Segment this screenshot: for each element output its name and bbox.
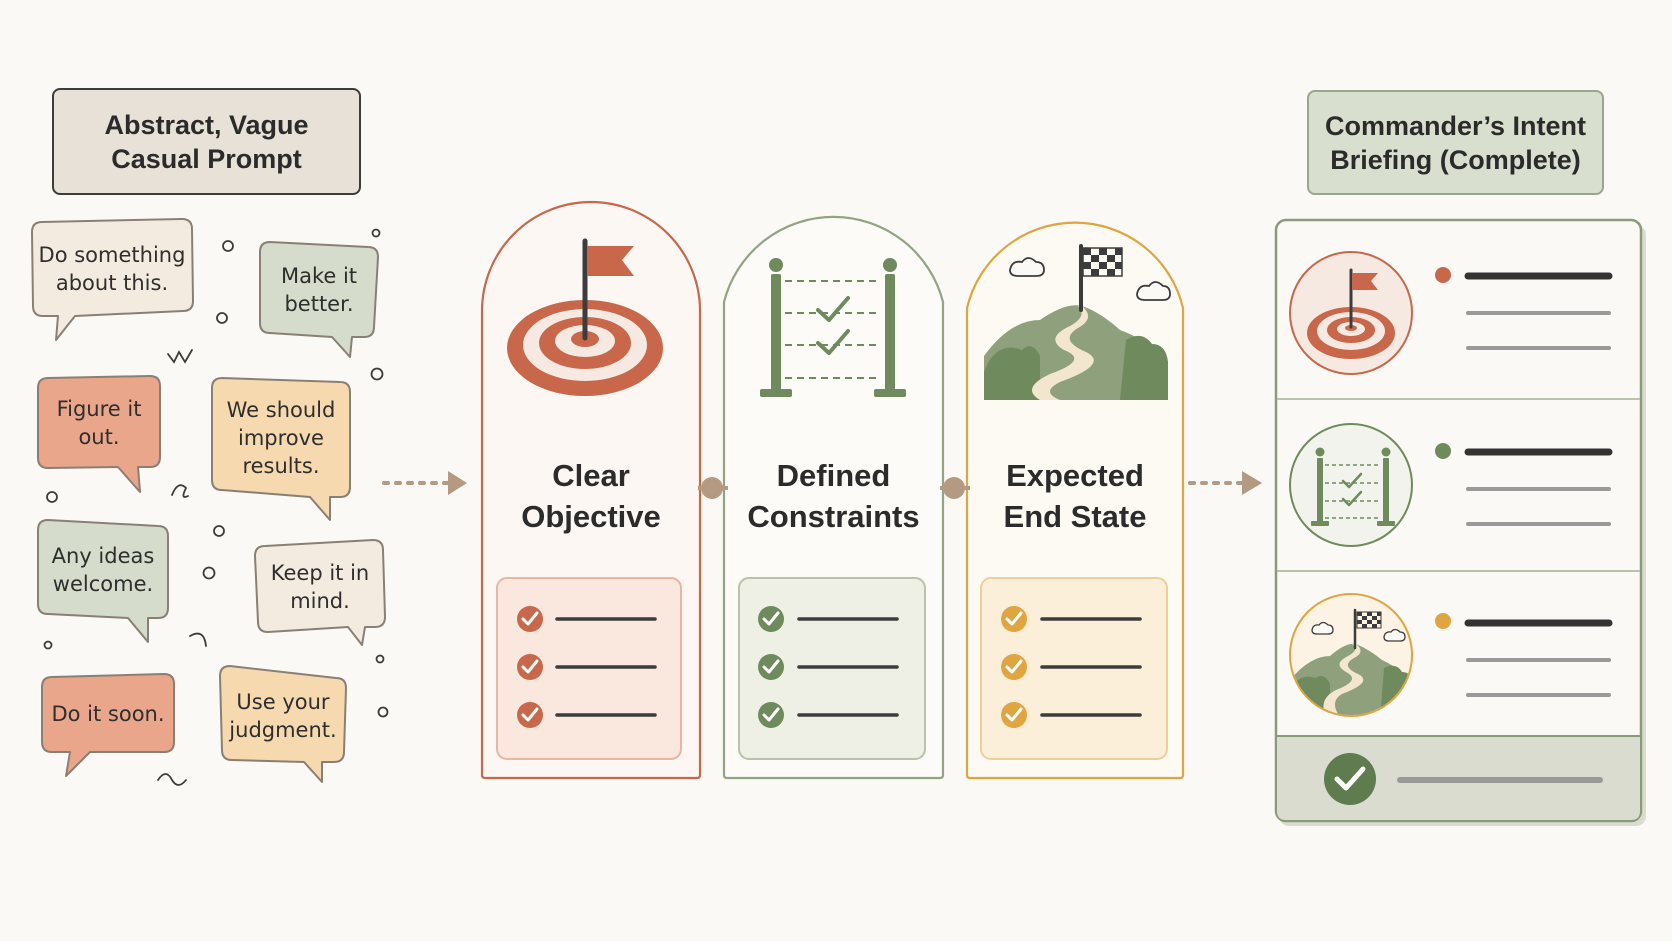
arrow-into-briefing <box>1188 471 1262 495</box>
left-header-line2: Casual Prompt <box>111 143 302 174</box>
bubble-text-7: Do it soon. <box>51 702 165 726</box>
pillar-title-expected-end-state: Expected End State <box>1003 458 1147 534</box>
left-header-line1: Abstract, Vague <box>104 109 309 140</box>
speech-bubble-3 <box>37 375 161 493</box>
speech-bubble-6 <box>254 539 386 646</box>
pillar-2-checklist <box>758 606 899 728</box>
pillar-3-checklist <box>1001 606 1142 728</box>
checklist-item-1-2 <box>517 654 657 680</box>
pillar-title-defined-constraints: Defined Constraints <box>747 458 920 534</box>
speech-bubble-5 <box>37 519 169 643</box>
fence-checklist-icon <box>760 258 906 397</box>
checklist-item-1-1 <box>517 606 657 632</box>
pillar-1-checklist <box>517 606 657 728</box>
left-header: Abstract, Vague Casual Prompt <box>52 88 361 195</box>
bubble-text-8: Use your judgment. <box>229 690 337 742</box>
bubble-text-3: Figure it out. <box>56 397 142 449</box>
speech-bubble-7 <box>41 673 175 777</box>
checklist-item-2-3 <box>758 702 899 728</box>
checklist-item-3-2 <box>1001 654 1142 680</box>
arrow-into-pillars <box>382 471 467 495</box>
right-header: Commander’s Intent Briefing (Complete) <box>1307 90 1604 195</box>
speech-bubble-2 <box>259 241 379 358</box>
checklist-item-2-1 <box>758 606 899 632</box>
speech-bubble-8 <box>219 665 347 783</box>
checklist-item-3-1 <box>1001 606 1142 632</box>
bubble-text-2: Make it better. <box>280 264 358 316</box>
briefing-complete-row <box>1324 753 1603 805</box>
pillar-title-clear-objective: Clear Objective <box>521 458 661 534</box>
summit-flag-icon <box>984 244 1171 400</box>
briefing-row-end-state <box>1289 593 1613 717</box>
checklist-item-2-2 <box>758 654 899 680</box>
pillar-connector-1 <box>698 477 728 499</box>
briefing-fence-icon <box>1311 447 1395 526</box>
pillar-connector-2 <box>940 477 970 499</box>
checklist-item-3-3 <box>1001 702 1142 728</box>
right-header-line1: Commander’s Intent <box>1324 110 1587 141</box>
speech-bubble-1 <box>31 218 194 341</box>
right-header-line2: Briefing (Complete) <box>1330 144 1581 175</box>
doodles <box>43 228 389 786</box>
bubble-text-5: Any ideas welcome. <box>51 544 155 596</box>
briefing-row-objective <box>1289 251 1613 375</box>
checklist-item-1-3 <box>517 702 657 728</box>
target-flag-icon <box>507 238 663 396</box>
briefing-target-icon <box>1307 268 1395 359</box>
bubble-text-6: Keep it in mind. <box>270 561 370 613</box>
briefing-row-constraints <box>1289 423 1613 547</box>
bubble-text-4: We should improve results. <box>226 398 336 478</box>
bubble-text-1: Do something about this. <box>38 243 186 295</box>
speech-bubble-4 <box>211 377 351 521</box>
